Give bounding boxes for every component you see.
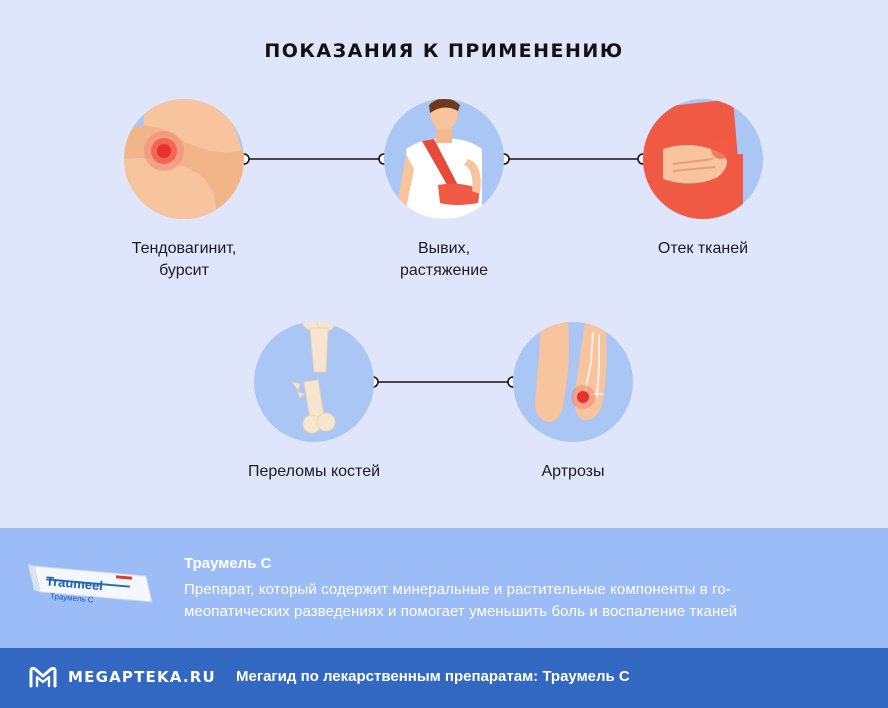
page-title: ПОКАЗАНИЯ К ПРИМЕНЕНИЮ	[264, 40, 624, 62]
pack-brand-text: Traumeel	[45, 573, 103, 593]
footer-caption: Мегагид по лекарственным препаратам: Тра…	[236, 668, 630, 685]
elbow-swelling-icon	[643, 99, 763, 219]
indication-label: Переломы костей	[247, 463, 381, 480]
brand-name[interactable]: MEGAPTEKA.RU	[68, 668, 216, 686]
product-description: Препарат, который содержит минеральные и…	[184, 581, 738, 620]
indication-label: Тендовагинит, бурсит	[131, 240, 237, 279]
arm-sling-icon	[384, 99, 504, 219]
footer: MEGAPTEKA.RU Мегагид по лекарственным пр…	[0, 648, 888, 708]
broken-bone-icon	[254, 322, 374, 442]
product-band: Traumeel Траумель С Траумель С Препарат,…	[0, 528, 888, 648]
foot-joint-icon	[513, 322, 633, 442]
knee-inflammation-icon	[124, 99, 244, 219]
megapteka-logo-icon[interactable]	[28, 666, 58, 688]
pack-subtitle-text: Траумель С	[50, 592, 95, 605]
indication-label: Отек тканей	[657, 240, 749, 257]
indication-label: Вывих, растяжение	[399, 240, 489, 279]
product-pack-image: Traumeel Траумель С	[28, 564, 153, 605]
indications-section: ПОКАЗАНИЯ К ПРИМЕНЕНИЮ Тендовагинит, бур…	[124, 40, 763, 480]
indication-label: Артрозы	[541, 463, 605, 480]
product-name: Траумель С	[184, 555, 272, 572]
